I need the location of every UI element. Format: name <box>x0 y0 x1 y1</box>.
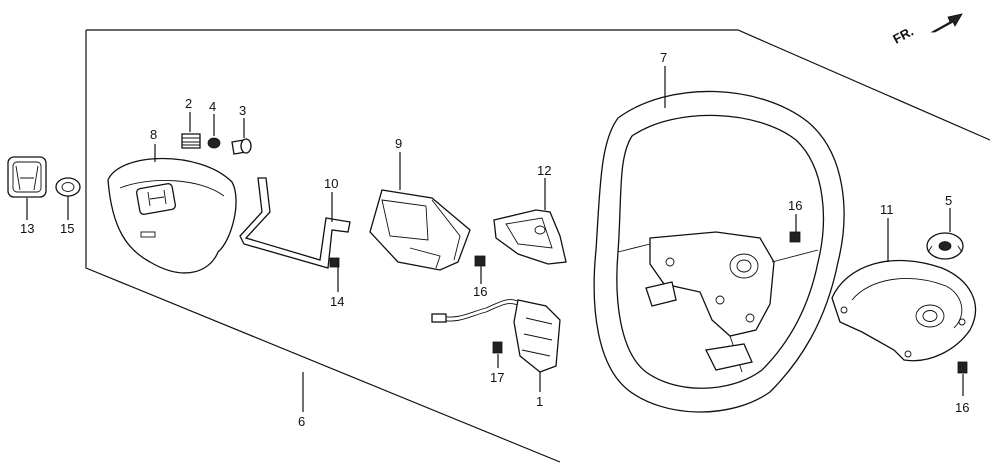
callout-7: 7 <box>660 50 667 65</box>
part-1-switch-assembly: 1 <box>431 299 561 409</box>
callout-2: 2 <box>185 96 192 111</box>
part-11-rear-cover: 11 <box>831 202 977 362</box>
callout-13: 13 <box>20 221 34 236</box>
part-2-spring: 2 <box>181 96 201 149</box>
part-13-emblem: 13 <box>7 156 47 236</box>
part-8-pad-cover: 8 <box>107 127 237 274</box>
callout-16c: 16 <box>955 400 969 415</box>
callout-8: 8 <box>150 127 157 142</box>
callout-16b: 16 <box>788 198 802 213</box>
callout-3: 3 <box>239 103 246 118</box>
front-direction-label: FR. <box>890 24 916 47</box>
callout-14: 14 <box>330 294 344 309</box>
part-10-bracket: 10 <box>239 176 351 269</box>
part-14-bolt: 14 <box>329 257 344 309</box>
callout-9: 9 <box>395 136 402 151</box>
part-16-bolt-b: 16 <box>788 198 802 243</box>
assembly-boundary <box>86 29 991 141</box>
front-arrow-icon <box>930 13 963 33</box>
assembly-callout-6: 6 <box>298 372 305 429</box>
callout-6: 6 <box>298 414 305 429</box>
part-12-switch-bracket: 12 <box>493 163 567 265</box>
part-3-screw: 3 <box>231 103 252 155</box>
part-15-ring: 15 <box>55 177 81 236</box>
part-5-cable-reel: 5 <box>926 193 964 260</box>
part-7-steering-wheel: 7 <box>593 50 845 413</box>
front-direction-indicator: FR. <box>890 13 963 47</box>
part-16-bolt-a: 16 <box>473 255 487 299</box>
callout-10: 10 <box>324 176 338 191</box>
callout-17: 17 <box>490 370 504 385</box>
part-17-screw: 17 <box>490 341 504 385</box>
callout-1: 1 <box>536 394 543 409</box>
part-4-collar: 4 <box>207 99 221 149</box>
callout-4: 4 <box>209 99 216 114</box>
callout-5: 5 <box>945 193 952 208</box>
callout-15: 15 <box>60 221 74 236</box>
assembly-boundary-left <box>85 30 561 463</box>
callout-16a: 16 <box>473 284 487 299</box>
part-9-inflator-module: 9 <box>369 136 471 271</box>
callout-12: 12 <box>537 163 551 178</box>
callout-11: 11 <box>880 202 894 217</box>
part-16-bolt-c: 16 <box>955 361 969 415</box>
